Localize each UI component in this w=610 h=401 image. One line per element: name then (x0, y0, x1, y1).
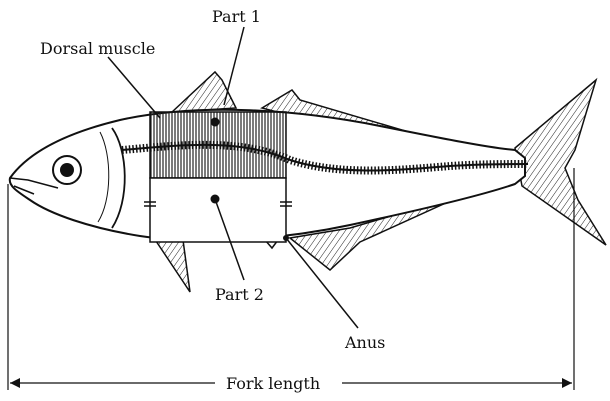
anus-label: Anus (344, 333, 385, 352)
fork-length-label: Fork length (226, 374, 320, 393)
part1-leader (224, 27, 244, 105)
eye-pupil (60, 163, 74, 177)
dorsal-muscle-label: Dorsal muscle (40, 39, 155, 58)
fork-length-arrow-right (562, 378, 572, 388)
first-dorsal-fin (172, 72, 236, 112)
part1-dot (211, 118, 220, 127)
fork-length-arrow-left (10, 378, 20, 388)
caudal-fin (515, 80, 606, 245)
part2-region (150, 178, 286, 242)
part1-label: Part 1 (212, 7, 261, 26)
dorsal-muscle-leader (108, 57, 160, 118)
part2-label: Part 2 (215, 285, 264, 304)
